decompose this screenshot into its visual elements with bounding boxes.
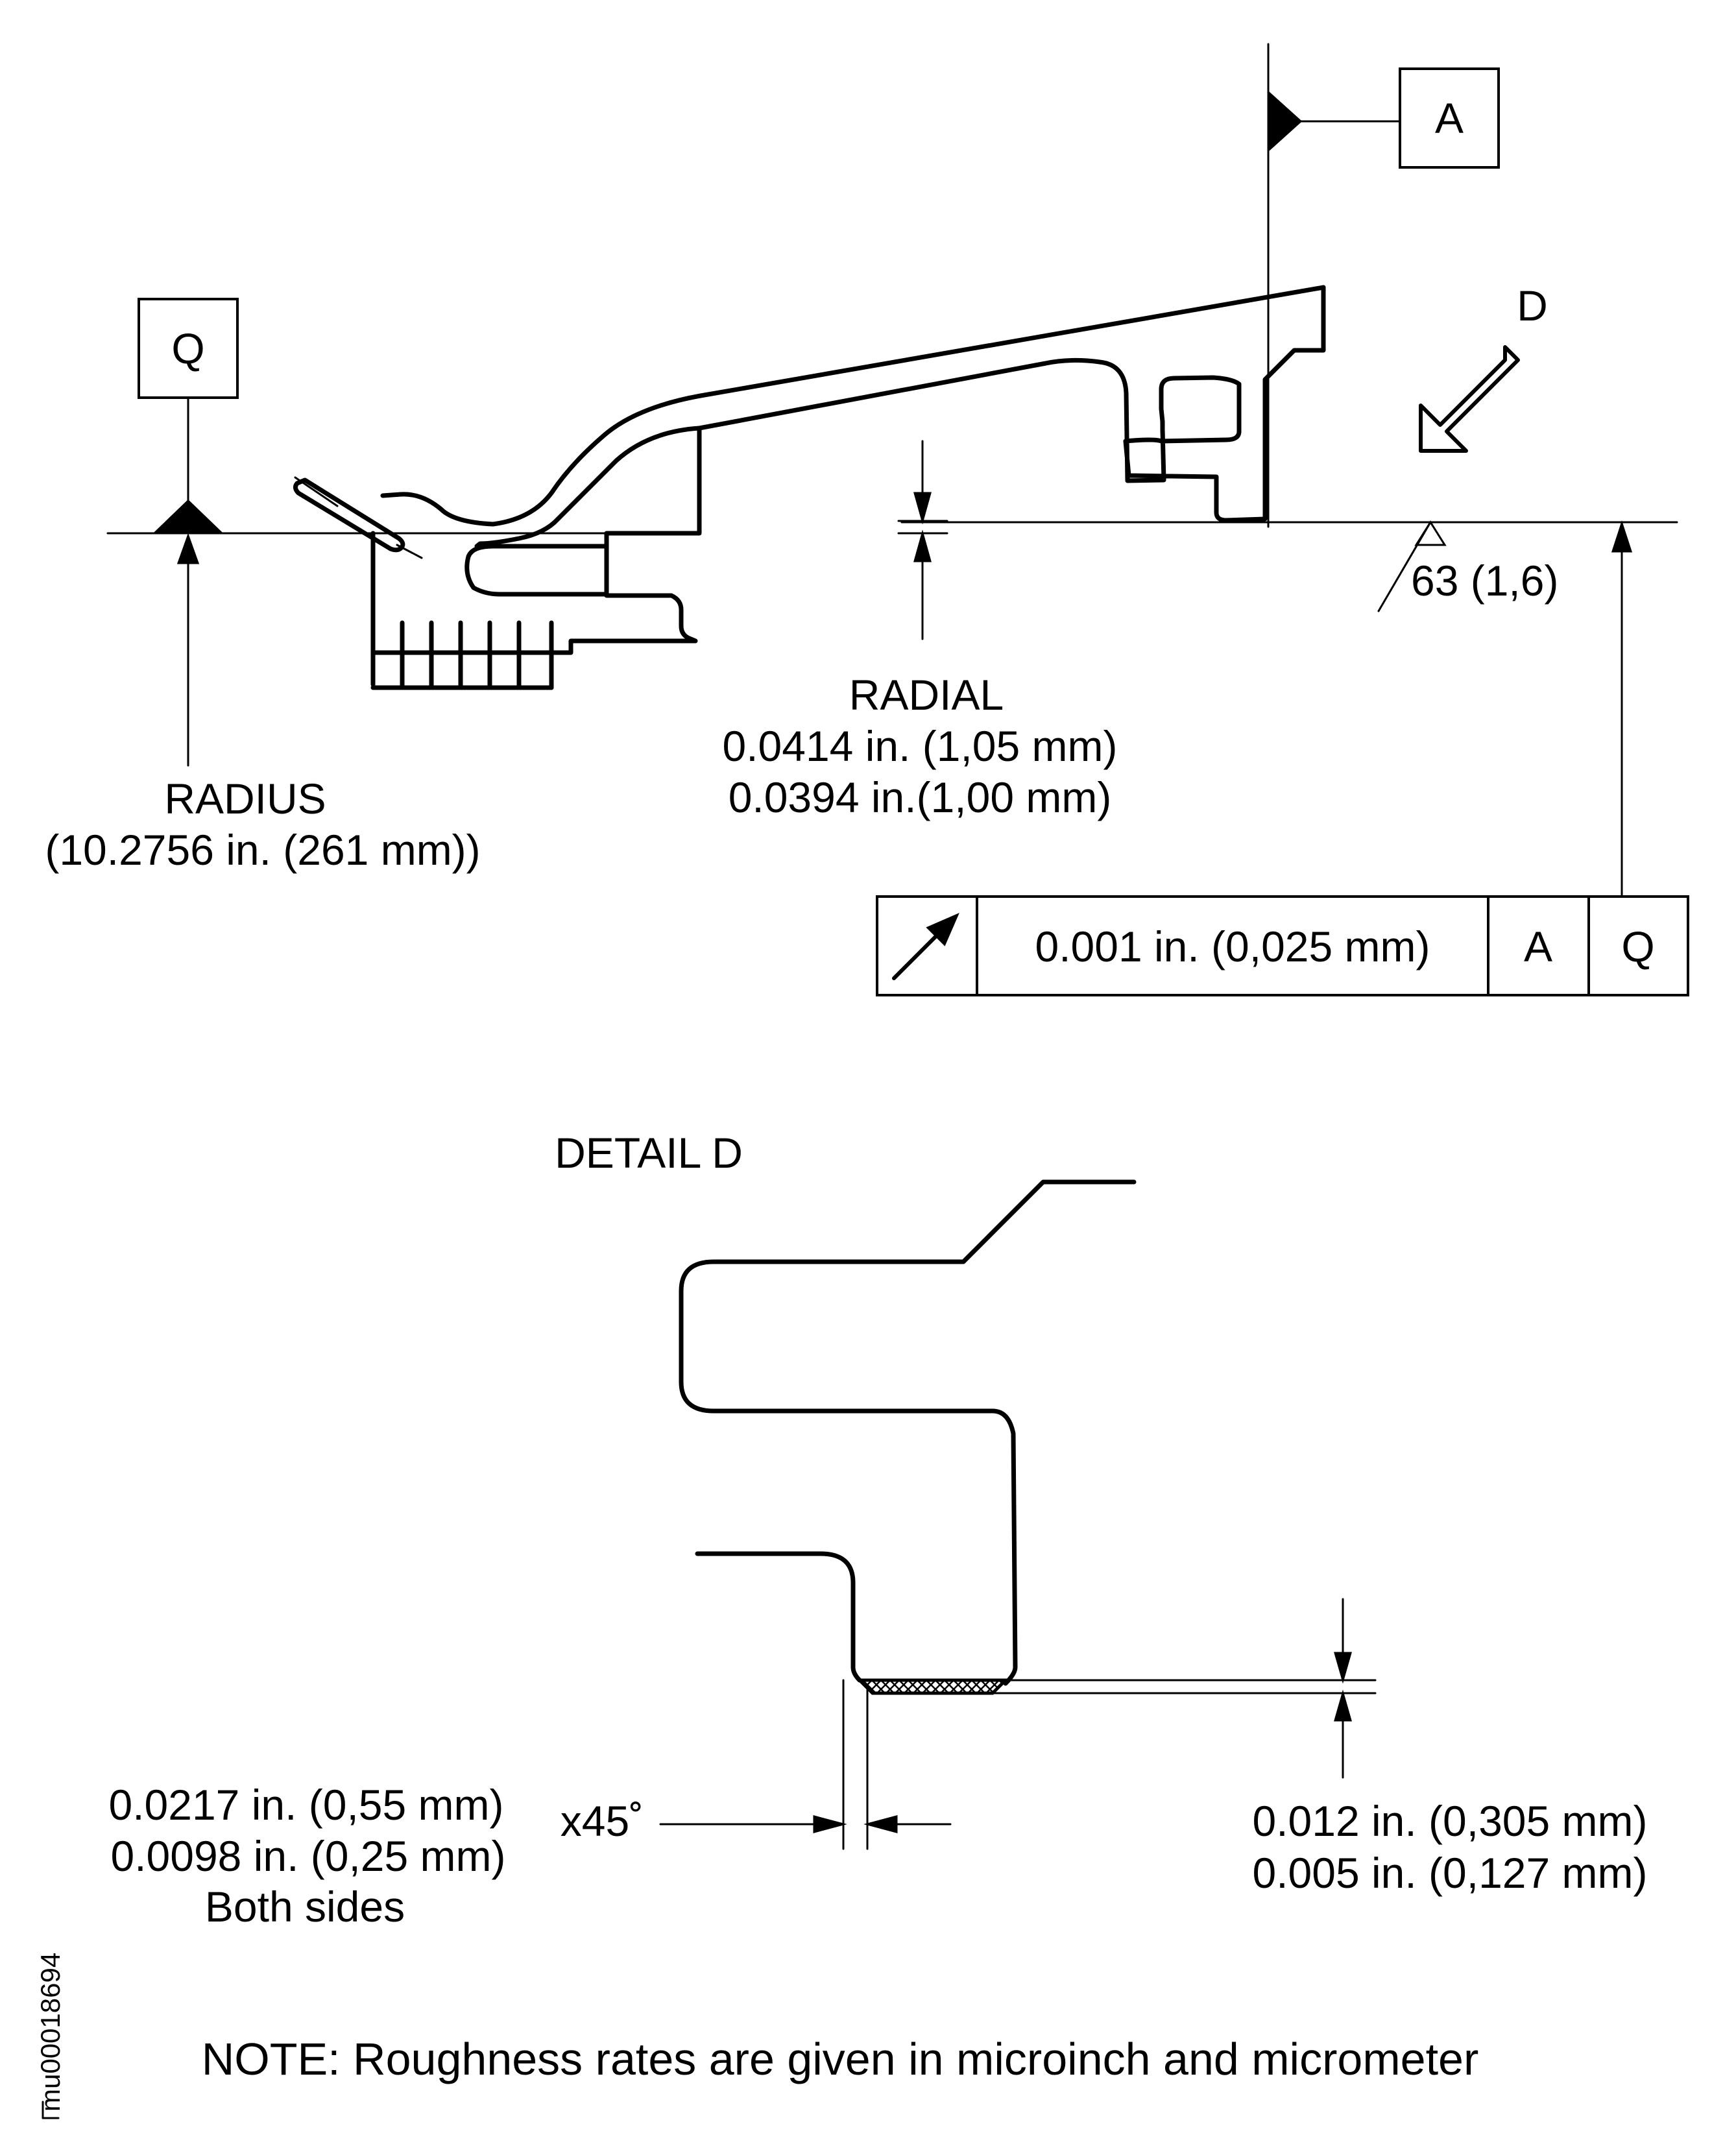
datum-a-box [1399, 67, 1500, 169]
radius-arrowhead [176, 533, 200, 564]
seal-segment-profile [370, 285, 1326, 655]
chamfer-dim-right-arrow [863, 1815, 898, 1833]
depth-max: 0.012 in. (0,305 mm) [1253, 1797, 1648, 1845]
tolerance-datum-1: A [1524, 922, 1552, 970]
footer-note: NOTE: Roughness rates are given in micro… [202, 2034, 1479, 2084]
radial-min: 0.0394 in.(1,00 mm) [729, 773, 1112, 821]
datum-q-triangle [152, 499, 224, 535]
seal-inner-slot [464, 544, 609, 597]
chamfer-angle: x45˚ [561, 1797, 644, 1845]
probe-icon [293, 476, 423, 559]
radial-dim-bottom-arrow [913, 529, 932, 562]
view-d-arrow-icon [1419, 345, 1520, 453]
datum-a-triangle [1267, 90, 1303, 153]
radial-max: 0.0414 in. (1,05 mm) [723, 722, 1118, 770]
reference-id: mu00018694 [35, 1953, 66, 2112]
runout-leader-arrow [1611, 520, 1633, 553]
depth-dim-bottom-arrow [1334, 1689, 1352, 1722]
chamfer-max: 0.0217 in. (0,55 mm) [109, 1781, 504, 1829]
datum-q-box [138, 298, 239, 399]
seal-arm-upper-edge [380, 285, 1326, 527]
roughness-symbol-icon [1377, 520, 1447, 612]
runout-arrow-icon [892, 913, 959, 980]
tolerance-datum-2: Q [1621, 922, 1654, 970]
datum-q-label: Q [171, 324, 204, 372]
detail-title: DETAIL D [555, 1129, 743, 1177]
radius-title: RADIUS [164, 775, 326, 823]
detail-tooth-right [1003, 1431, 1018, 1686]
radial-title: RADIAL [849, 671, 1004, 719]
radius-value: (10.2756 in. (261 mm)) [45, 826, 480, 874]
datum-a-label: A [1435, 94, 1464, 142]
abradable-teeth [370, 620, 554, 690]
main-view: A Q RADIUS (10.2756 in. (261 mm)) [45, 43, 1689, 996]
detail-tip-coating [855, 1678, 1010, 1695]
radial-dim-top-arrow [913, 492, 932, 525]
view-d-label: D [1517, 282, 1548, 330]
depth-min: 0.005 in. (0,127 mm) [1253, 1849, 1648, 1897]
reference-id-group: mu00018694 [35, 1953, 66, 2119]
detail-upper-profile [679, 1179, 1137, 1436]
roughness-value: 63 (1,6) [1411, 557, 1558, 605]
detail-view: DETAIL D 0.012 in. (0,305 mm) 0.005 in. … [109, 1129, 1648, 1931]
chamfer-min: 0.0098 in. (0,25 mm) [111, 1832, 506, 1880]
tolerance-frame: 0.001 in. (0,025 mm) A Q [876, 895, 1689, 996]
seal-arm-lower-edge [474, 426, 702, 549]
detail-lower-profile [695, 1551, 862, 1683]
chamfer-note: Both sides [205, 1883, 405, 1931]
chamfer-dim-left-arrow [813, 1815, 847, 1833]
tolerance-value: 0.001 in. (0,025 mm) [1035, 922, 1430, 970]
depth-dim-top-arrow [1334, 1652, 1352, 1684]
